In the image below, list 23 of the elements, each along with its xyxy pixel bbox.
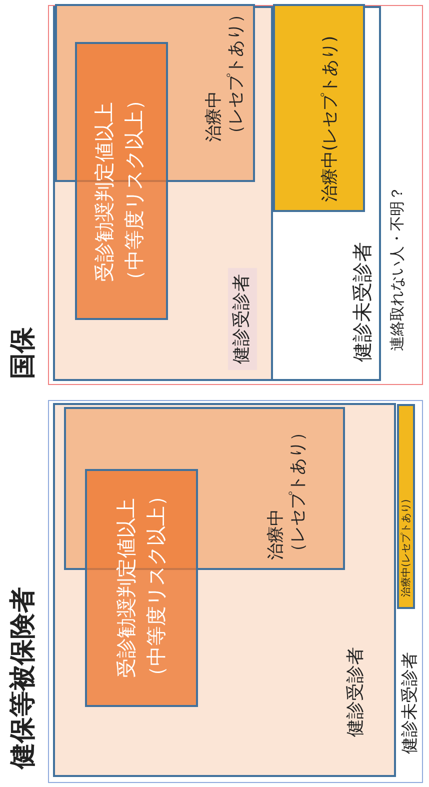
group-title: 国保 — [9, 327, 39, 379]
region-label: （中等度リスク以上） — [145, 486, 168, 686]
region-box — [273, 4, 365, 212]
region-label: 受診勧奨判定値以上 — [93, 102, 116, 282]
region-box — [75, 42, 168, 320]
region-label: 受診勧奨判定値以上 — [115, 498, 138, 678]
region-box — [85, 469, 198, 707]
region-box — [271, 6, 381, 381]
region-label: 健診受診者 — [346, 647, 367, 737]
region-label: 健診未受診者 — [351, 242, 374, 362]
region-label: 治療中 — [267, 509, 287, 560]
region-label: （中等度リスク以上） — [123, 90, 146, 290]
region-label: 治療中(レセプトあり) — [321, 36, 341, 202]
region-label: 連絡取れない人・不明？ — [389, 186, 406, 351]
region-box — [53, 6, 273, 381]
region-label: 健診受診者 — [228, 268, 257, 370]
region-label: 治療中 — [205, 91, 225, 142]
region-label: 健診未受診者 — [401, 652, 421, 754]
region-box — [397, 404, 415, 609]
region-label: （レセプトあり） — [289, 424, 309, 560]
region-label: 治療中(レセプトあり) — [401, 499, 412, 597]
group-title: 健保等被保険者 — [9, 587, 39, 769]
region-label: （レセプトあり） — [227, 6, 247, 142]
